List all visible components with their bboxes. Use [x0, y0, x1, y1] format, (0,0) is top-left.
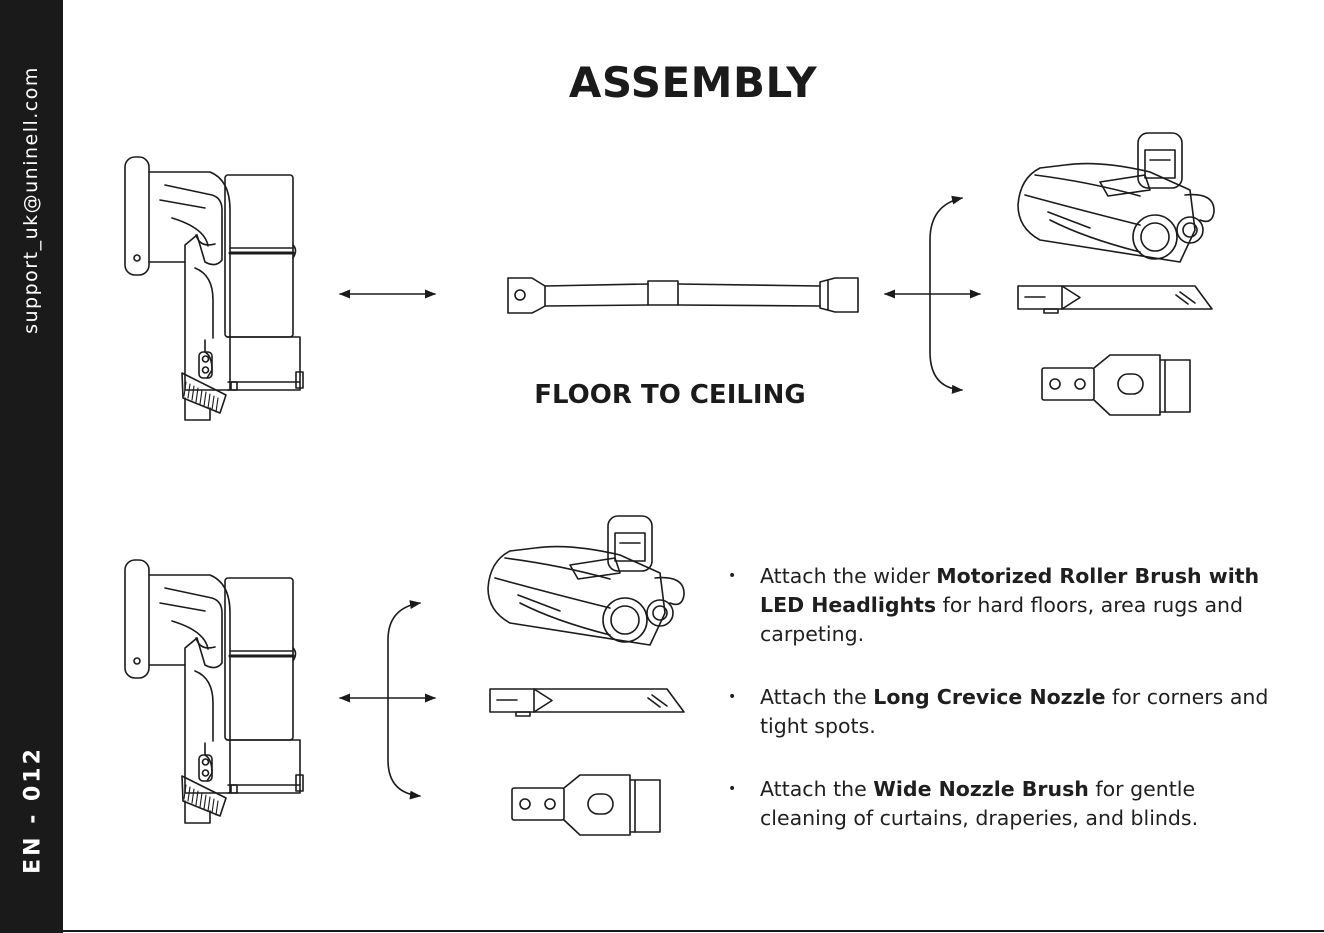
bullet-text: Attach the — [760, 685, 874, 709]
bullet-bold: Wide Nozzle Brush — [873, 777, 1089, 801]
instruction-list: Attach the wider Motorized Roller Brush … — [728, 562, 1288, 867]
bullet-text: for hard floors, area rugs and carpeting… — [760, 593, 1244, 646]
bullet-text: for gentle cleaning of curtains, draperi… — [760, 777, 1199, 830]
bullet-bold: Long Crevice Nozzle — [873, 685, 1106, 709]
page-title: ASSEMBLY — [568, 58, 818, 107]
bullet-text: for corners and tight spots. — [760, 685, 1269, 738]
bullet-bold: Motorized Roller Brush with LED Headligh… — [760, 564, 1260, 617]
list-item: Attach the wider Motorized Roller Brush … — [728, 562, 1288, 649]
list-item: Attach the Wide Nozzle Brush for gentle … — [728, 775, 1288, 833]
bullet-text: Attach the — [760, 777, 874, 801]
section-subtitle: FLOOR TO CEILING — [534, 380, 806, 410]
bottom-rule — [63, 930, 1324, 932]
bullet-text: Attach the wider — [760, 564, 937, 588]
sidebar: support_uk@uninell.com EN - 012 — [0, 0, 63, 933]
list-item: Attach the Long Crevice Nozzle for corne… — [728, 683, 1288, 741]
